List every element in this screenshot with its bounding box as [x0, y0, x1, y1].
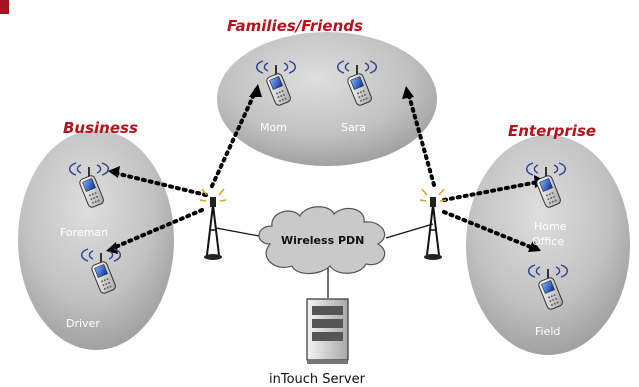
families-ellipse: [217, 32, 437, 166]
families-title: Families/Friends: [227, 17, 363, 35]
enterprise-title: Enterprise: [508, 122, 596, 140]
corner-accent: [0, 0, 9, 14]
office-label: Office: [532, 235, 564, 248]
business-ellipse: [18, 130, 174, 350]
cloud-icon: [258, 206, 386, 275]
server-icon: [306, 298, 349, 364]
home-label: Home: [534, 220, 567, 233]
field-label: Field: [535, 325, 560, 338]
business-title: Business: [63, 119, 138, 137]
mom-label: Mom: [260, 121, 287, 134]
foreman-label: Foreman: [60, 226, 108, 239]
cloud-label: Wireless PDN: [281, 234, 364, 247]
enterprise-ellipse: [466, 135, 630, 355]
left-antenna-tower-icon: [199, 188, 227, 261]
wireless-links: [111, 88, 540, 250]
server-label: inTouch Server: [269, 372, 366, 387]
sara-label: Sara: [341, 121, 366, 134]
driver-label: Driver: [66, 317, 100, 330]
